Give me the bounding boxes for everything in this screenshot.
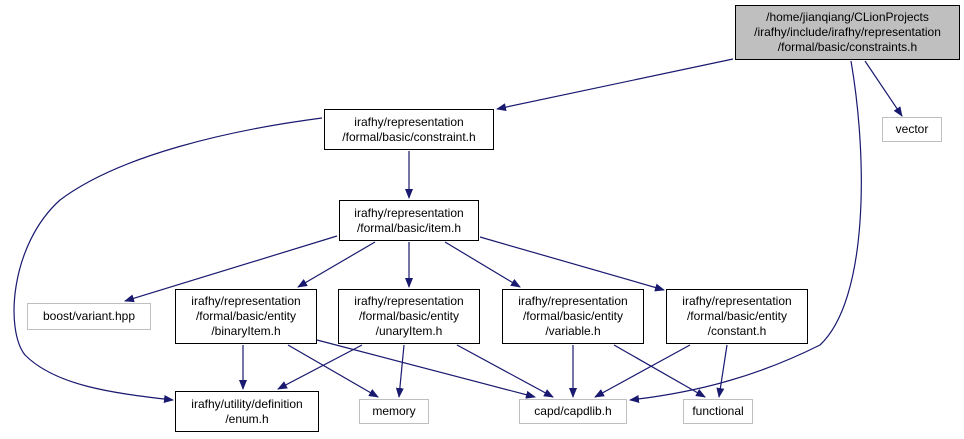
edge-item-to-constant bbox=[479, 236, 665, 292]
node-label-line: /formal/basic/entity bbox=[358, 309, 460, 323]
node-label-line: functional bbox=[692, 404, 744, 418]
node-label-line: /formal/basic/item.h bbox=[356, 220, 462, 235]
node-label-line: /formal/basic/entity bbox=[195, 309, 297, 323]
node-label-line: /formal/basic/constraints.h bbox=[777, 40, 918, 54]
edge-item-to-boost bbox=[124, 235, 338, 303]
edge-unary-to-memory bbox=[395, 344, 405, 398]
node-label-line: /home/jianqiang/CLionProjects bbox=[766, 10, 929, 24]
edge-root-to-capd bbox=[629, 60, 862, 403]
node-label-line: capd/capdlib.h bbox=[534, 404, 612, 418]
node-label-line: irafhy/representation bbox=[682, 294, 792, 308]
edge-variable-to-functional bbox=[613, 344, 706, 398]
edge-unary-to-enum bbox=[277, 344, 363, 390]
node-variable-h[interactable]: irafhy/representation /formal/basic/enti… bbox=[502, 289, 644, 344]
edge-constraint-to-enum bbox=[13, 117, 323, 403]
node-root-constraints-h[interactable]: /home/jianqiang/CLionProjects /irafhy/in… bbox=[735, 5, 960, 60]
node-label-line: /binaryItem.h bbox=[211, 324, 281, 338]
node-label-line: irafhy/utility/definition bbox=[191, 396, 303, 411]
node-label-line: /unaryItem.h bbox=[375, 324, 443, 338]
node-functional[interactable]: functional bbox=[683, 399, 753, 424]
node-item-h[interactable]: irafhy/representation /formal/basic/item… bbox=[339, 200, 479, 241]
edge-constant-to-functional bbox=[716, 344, 728, 398]
edge-binary-to-memory bbox=[287, 344, 379, 398]
node-label-line: irafhy/representation bbox=[354, 294, 464, 308]
node-label-line: /variable.h bbox=[545, 324, 601, 338]
node-label-line: irafhy/representation bbox=[518, 294, 628, 308]
node-vector[interactable]: vector bbox=[882, 117, 942, 142]
edge-item-to-binary bbox=[297, 241, 376, 288]
node-constraint-h[interactable]: irafhy/representation /formal/basic/cons… bbox=[324, 109, 494, 150]
node-boost-variant-hpp[interactable]: boost/variant.hpp bbox=[27, 303, 151, 330]
node-label-line: memory bbox=[372, 404, 416, 418]
node-label-line: /enum.h bbox=[225, 411, 269, 426]
node-binaryitem-h[interactable]: irafhy/representation /formal/basic/enti… bbox=[175, 289, 317, 344]
node-label-line: /formal/basic/entity bbox=[686, 309, 788, 323]
node-memory[interactable]: memory bbox=[359, 399, 429, 424]
node-label-line: /formal/basic/constraint.h bbox=[342, 129, 476, 144]
node-label-line: irafhy/representation bbox=[354, 114, 464, 129]
node-label-line: /formal/basic/entity bbox=[522, 309, 624, 323]
node-unaryitem-h[interactable]: irafhy/representation /formal/basic/enti… bbox=[338, 289, 480, 344]
node-label-line: irafhy/representation bbox=[191, 294, 301, 308]
edge-binary-to-capd bbox=[316, 339, 536, 399]
edge-constant-to-capd bbox=[594, 344, 691, 398]
edge-root-to-vector bbox=[864, 60, 903, 117]
node-label-line: vector bbox=[895, 122, 929, 136]
node-enum-h[interactable]: irafhy/utility/definition /enum.h bbox=[175, 391, 319, 432]
node-capd-capdlib-h[interactable]: capd/capdlib.h bbox=[519, 399, 627, 424]
node-label-line: boost/variant.hpp bbox=[42, 309, 136, 323]
node-label-line: /constant.h bbox=[707, 324, 767, 338]
node-constant-h[interactable]: irafhy/representation /formal/basic/enti… bbox=[666, 289, 808, 344]
node-label-line: /irafhy/include/irafhy/representation bbox=[754, 25, 941, 39]
edge-unary-to-capd bbox=[456, 344, 554, 398]
edge-item-to-variable bbox=[444, 241, 521, 288]
node-label-line: irafhy/representation bbox=[354, 205, 464, 220]
edge-root-to-constraint bbox=[496, 58, 734, 112]
